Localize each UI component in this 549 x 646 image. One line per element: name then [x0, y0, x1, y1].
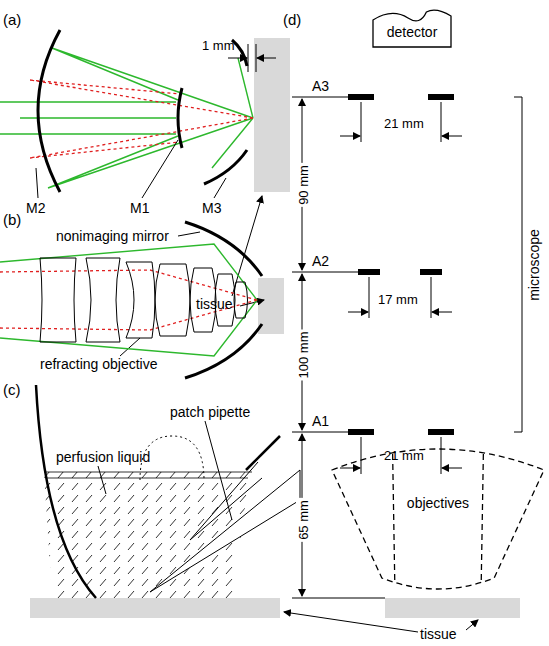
lens: [86, 258, 120, 342]
dimension-line: [248, 44, 256, 72]
light-ray: [30, 80, 253, 158]
leader-line: [232, 196, 262, 296]
mirror: [185, 222, 262, 378]
lens: [126, 262, 155, 338]
aperture: [348, 94, 454, 435]
node-label: detector: [387, 24, 438, 40]
dimension-line: [257, 58, 276, 59]
pipette: [150, 462, 300, 592]
aperture-name: A1: [312, 413, 329, 429]
dimension-line: [361, 437, 441, 474]
light-ray: [0, 102, 176, 134]
lens: [40, 258, 248, 342]
node-label: objectives: [407, 495, 469, 511]
tissue-sample: [254, 38, 290, 192]
pipette: [150, 470, 300, 592]
aperture-name: A3: [312, 78, 329, 94]
perfusion-liquid: [44, 472, 250, 598]
mirror: [246, 436, 280, 470]
aperture: [348, 94, 374, 100]
pipette: [190, 462, 262, 540]
light-ray: [0, 270, 257, 330]
leader-line: [178, 232, 200, 236]
aperture-name: A2: [312, 253, 329, 269]
dimension-line: [361, 102, 441, 142]
detector-box: detector: [372, 6, 452, 48]
tissue-sample: [30, 38, 520, 618]
leader-line: [142, 140, 178, 198]
mirror: [36, 385, 280, 598]
mirror: [38, 30, 60, 192]
lens: [155, 264, 190, 336]
mirror: [185, 324, 262, 378]
dimension-line: [514, 97, 522, 432]
dimension-label: 65 mm: [296, 498, 312, 542]
panel-letter: (c): [3, 382, 21, 398]
leader-line: [36, 140, 478, 632]
part-name: refracting objective: [40, 356, 158, 372]
leader-line: [120, 338, 140, 356]
tissue-sample: [385, 598, 520, 618]
part-name: tissue: [196, 296, 233, 312]
mirror: [38, 30, 247, 192]
bracket-label: microscope: [526, 227, 542, 303]
light-ray: [30, 80, 253, 158]
dimension-label: 21 mm: [384, 448, 424, 464]
light-ray: [0, 244, 257, 356]
tissue-sample: [30, 598, 280, 618]
aperture: [348, 429, 374, 435]
panel-letter: (a): [3, 12, 21, 28]
dimension-line: [348, 312, 368, 313]
part-name: nonimaging mirror: [56, 228, 169, 244]
dimension-line: [442, 136, 462, 137]
dimension-label: 17 mm: [378, 292, 418, 308]
part-name: tissue: [420, 626, 457, 642]
dimension-line: [292, 97, 385, 598]
leader-line: [214, 178, 226, 198]
panel-letter: (b): [3, 212, 21, 228]
mirror: [185, 222, 262, 276]
leader-line: [36, 168, 38, 198]
part-name: M3: [202, 200, 221, 216]
part-name: M2: [26, 200, 45, 216]
mirror: [178, 88, 182, 148]
aperture: [358, 269, 380, 275]
dimension-line: [432, 312, 452, 313]
aperture: [428, 429, 454, 435]
aperture: [420, 269, 442, 275]
dimension-label: 21 mm: [384, 116, 424, 132]
dimension-label: 90 mm: [296, 163, 312, 207]
detector-box: [373, 10, 451, 47]
lens: [40, 258, 76, 342]
leader-line: [284, 612, 418, 632]
dimension-line: [340, 468, 360, 469]
light-ray: [0, 270, 257, 330]
dimension-line: [340, 136, 360, 137]
dimension-line: [442, 468, 462, 469]
objectives-outline: [332, 449, 544, 589]
objectives-outline: objectives: [330, 440, 546, 598]
aperture: [428, 94, 454, 100]
part-name: perfusion liquid: [56, 449, 150, 465]
dimension-label: 100 mm: [296, 330, 312, 381]
dimension-line: [369, 277, 431, 318]
leader-line: [466, 620, 478, 630]
dimension-line: [228, 44, 276, 72]
dimension-label: 1 mm: [202, 38, 235, 54]
part-name: M1: [130, 200, 149, 216]
part-name: patch pipette: [170, 404, 250, 420]
mirror: [36, 385, 96, 598]
dimension-line: [292, 97, 522, 598]
perfusion-liquid: [44, 472, 252, 478]
objectives-outline: [330, 440, 546, 598]
lens: [234, 282, 248, 318]
dimension-line: [228, 58, 247, 59]
panel-letter: (d): [283, 12, 301, 28]
light-ray: [0, 244, 257, 356]
